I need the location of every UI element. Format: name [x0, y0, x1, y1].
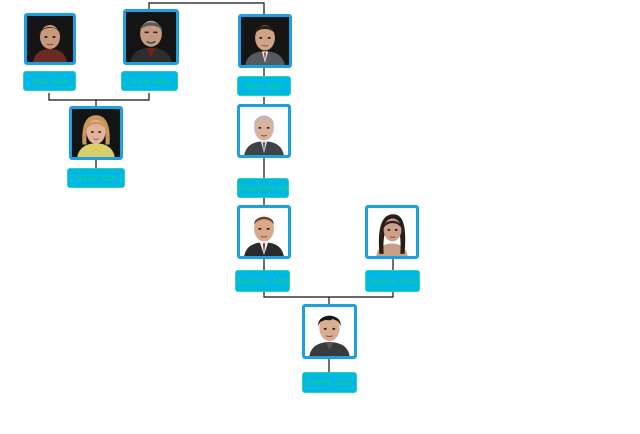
male-sim-portrait-grey-hair-icon [240, 107, 288, 155]
portrait-bert-alto[interactable] [238, 14, 292, 68]
male-sim-portrait-suit-icon [241, 17, 289, 65]
name-tag-nick-alto[interactable]: Nick Alto [121, 71, 178, 91]
portrait-andrew-alto[interactable] [237, 205, 291, 259]
connector-andrew-jennie-to-derek [263, 292, 394, 305]
name-tag-jennie-alto[interactable]: Jennie Alto [365, 270, 420, 292]
portrait-nick-alto[interactable] [123, 9, 179, 65]
name-tag-bert-alto[interactable]: Bert Alto [237, 76, 291, 96]
connector-nick-bert [148, 2, 265, 16]
portrait-derek-alto[interactable] [302, 304, 357, 359]
name-tag-andrew-alto[interactable]: Andrew Alto [235, 270, 290, 292]
male-sim-portrait-tie-icon [240, 208, 288, 256]
male-sim-portrait-young-icon [305, 307, 354, 356]
name-tag-vita-alto[interactable]: Vita Alto [23, 71, 76, 91]
female-sim-portrait-long-hair-icon [368, 208, 416, 256]
name-tag-derek-alto[interactable]: Derek Alto [302, 372, 357, 393]
male-sim-portrait-older-icon [126, 12, 176, 62]
portrait-franklin-alto[interactable] [237, 104, 291, 158]
portrait-jennie-alto[interactable] [365, 205, 419, 259]
portrait-vita-alto[interactable] [24, 13, 76, 65]
female-sim-portrait-blonde-icon [72, 109, 120, 157]
name-tag-holly-alto[interactable]: Holly Alto [67, 168, 125, 188]
portrait-holly-alto[interactable] [69, 106, 123, 160]
name-tag-franklin-alto[interactable]: Franklin Alto [237, 178, 289, 198]
female-sim-portrait-dark-hair-icon [27, 16, 73, 62]
